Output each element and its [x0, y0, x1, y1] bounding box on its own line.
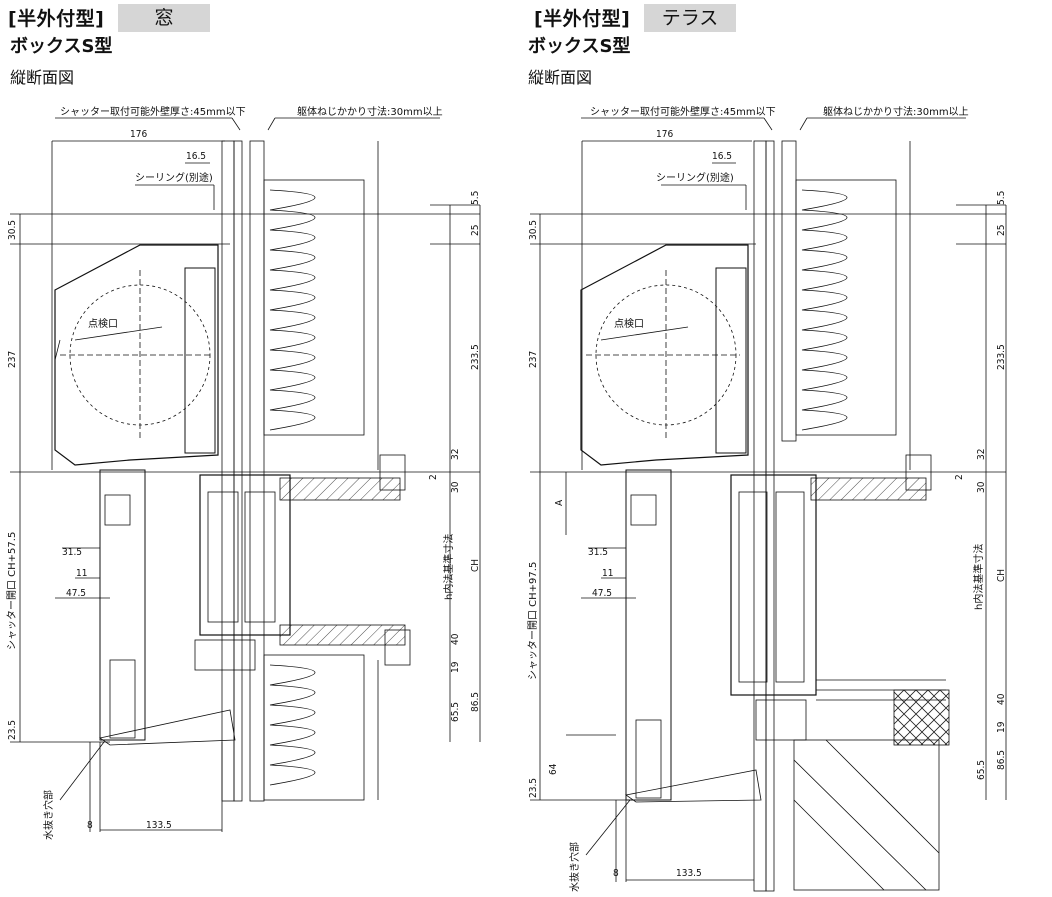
- section-title: 縦断面図: [528, 68, 593, 87]
- dim-65-5: 65.5: [976, 760, 987, 780]
- panel-terrace: [半外付型] テラス ボックスS型 縦断面図: [526, 0, 1052, 897]
- label-ch: CH: [470, 559, 481, 572]
- model-name: ボックスS型: [528, 36, 631, 57]
- dim-233-5: 233.5: [996, 344, 1007, 370]
- note-screw-depth: 躯体ねじかかり寸法:30mm以上: [823, 105, 969, 118]
- dim-2: 2: [954, 474, 965, 480]
- label-inspection-port: 点検口: [88, 317, 118, 330]
- dim-2: 2: [428, 474, 439, 480]
- dim-8: 8: [87, 820, 93, 831]
- label-shutter-opening: シャッター開口 CH+57.5: [6, 532, 18, 650]
- dim-40: 40: [996, 693, 1007, 705]
- label-h-standard: h内法基準寸法: [442, 534, 455, 600]
- dim-25: 25: [470, 225, 481, 236]
- dim-86-5: 86.5: [470, 692, 481, 712]
- section-title: 縦断面図: [10, 68, 75, 87]
- dim-133-5: 133.5: [146, 820, 172, 831]
- dim-23-5: 23.5: [7, 720, 18, 740]
- dim-30: 30: [976, 481, 987, 493]
- dim-25: 25: [996, 225, 1007, 236]
- dim-86-5: 86.5: [996, 750, 1007, 770]
- dim-32: 32: [976, 449, 987, 460]
- dim-16-5: 16.5: [712, 151, 732, 162]
- dim-31-5: 31.5: [588, 547, 608, 558]
- variant-badge: 窓: [118, 4, 210, 32]
- variant-badge: テラス: [644, 4, 736, 32]
- dim-11: 11: [76, 568, 87, 579]
- dim-30-5: 30.5: [528, 220, 539, 240]
- panel-window: [半外付型] 窓 ボックスS型 縦断面図: [6, 4, 481, 840]
- dim-176: 176: [130, 129, 147, 140]
- panel-header: [半外付型] テラス: [534, 4, 736, 32]
- section-drawing: シャッター取付可能外壁厚さ:45mm以下 躯体ねじかかり寸法:30mm以上 17…: [527, 105, 1007, 892]
- dim-47-5: 47.5: [66, 588, 86, 599]
- dim-64: 64: [548, 763, 559, 775]
- dim-237: 237: [528, 351, 539, 368]
- type-label: [半外付型]: [8, 8, 105, 30]
- dim-30-5: 30.5: [7, 220, 18, 240]
- dim-19: 19: [996, 721, 1007, 733]
- note-wall-thickness: シャッター取付可能外壁厚さ:45mm以下: [590, 105, 776, 118]
- dim-233-5: 233.5: [470, 344, 481, 370]
- dim-47-5: 47.5: [592, 588, 612, 599]
- panel-header: [半外付型] 窓: [8, 4, 210, 32]
- dim-11: 11: [602, 568, 613, 579]
- label-inspection-port: 点検口: [614, 317, 644, 330]
- dim-19: 19: [450, 661, 461, 673]
- label-sealing: シーリング(別途): [135, 171, 213, 184]
- dim-30: 30: [450, 481, 461, 493]
- label-drain-hole: 水抜き穴部: [42, 790, 55, 840]
- dim-8: 8: [613, 868, 619, 879]
- note-screw-depth: 躯体ねじかかり寸法:30mm以上: [297, 105, 443, 118]
- label-sealing: シーリング(別途): [656, 171, 734, 184]
- dim-133-5: 133.5: [676, 868, 702, 879]
- dim-32: 32: [450, 449, 461, 460]
- model-name: ボックスS型: [10, 36, 113, 57]
- label-h-standard: h内法基準寸法: [972, 544, 985, 610]
- dim-5-5: 5.5: [996, 191, 1007, 205]
- dim-40: 40: [450, 633, 461, 645]
- dim-65-5: 65.5: [450, 702, 461, 722]
- dim-5-5: 5.5: [470, 191, 481, 205]
- dim-176: 176: [656, 129, 673, 140]
- label-ch: CH: [996, 569, 1007, 582]
- label-drain-hole: 水抜き穴部: [568, 842, 581, 892]
- note-wall-thickness: シャッター取付可能外壁厚さ:45mm以下: [60, 105, 246, 118]
- section-drawing: シャッター取付可能外壁厚さ:45mm以下 躯体ねじかかり寸法:30mm以上 17…: [6, 105, 481, 840]
- dim-237: 237: [7, 351, 18, 368]
- type-label: [半外付型]: [534, 8, 631, 30]
- dim-16-5: 16.5: [186, 151, 206, 162]
- label-shutter-opening: シャッター開口 CH+97.5: [527, 562, 539, 680]
- label-a: A: [554, 499, 565, 506]
- dim-23-5: 23.5: [528, 778, 539, 798]
- dim-31-5: 31.5: [62, 547, 82, 558]
